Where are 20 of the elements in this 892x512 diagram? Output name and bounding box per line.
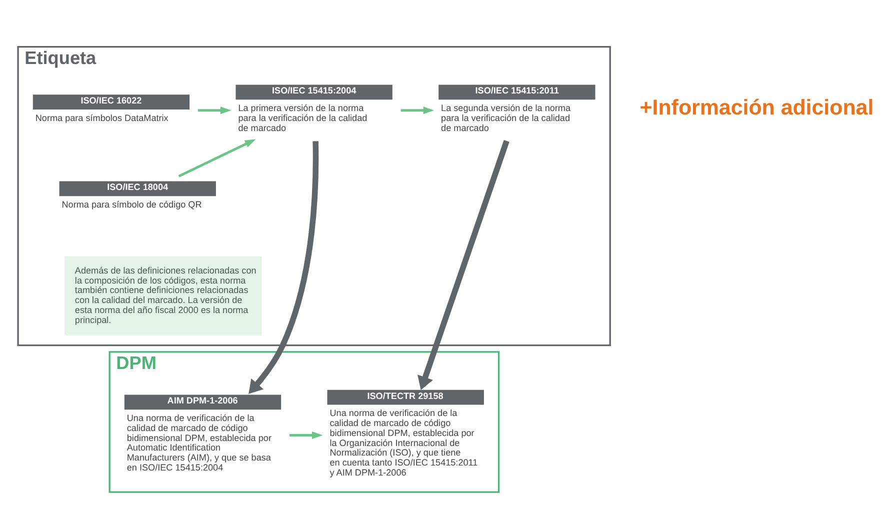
node-box: ISO/IEC 15415:2011	[438, 84, 596, 100]
node-box: Además de las definiciones relacionadas con la composición de los códigos, esta norma también contiene definiciones relacionadas con la calidad del marcado. La versión de esta norma del año fiscal 2000 es la norma principal.	[64, 256, 262, 336]
arrow	[248, 141, 319, 394]
node-box: ISO/IEC 18004	[59, 181, 216, 196]
node-label: La segunda versión de la norma para la verificación de la calidad de marcado	[441, 102, 571, 133]
arrow	[418, 140, 510, 390]
node-box: ISO/TECTR 29158	[327, 390, 484, 405]
node-label: Una norma de verificación de la calidad de marcado de código bidimensional DPM, establecida por la Organización Internacional de Normalización (ISO), y que tiene en cuenta tanto ISO/IEC 15415:2011 y AIM DPM-1-2006	[330, 408, 478, 478]
arrow	[290, 431, 323, 439]
label: +Información adicional	[640, 96, 874, 120]
node-label: Norma para símbolo de código QR	[62, 199, 202, 210]
arrow	[178, 139, 256, 178]
node-label: La primera versión de la norma para la verificación de la calidad de marcado	[238, 102, 368, 133]
node-box: AIM DPM-1-2006	[124, 394, 282, 410]
node-box: ISO/IEC 16022	[32, 94, 190, 110]
node-box: ISO/IEC 15415:2004	[236, 84, 392, 100]
arrow	[400, 106, 434, 114]
node-label: Una norma de verificación de la calidad de marcado de código bidimensional DPM, establecida por Automatic Identification Manufacturers (AIM), y que se basa en ISO/IEC 15415:2004	[126, 413, 272, 472]
arrow	[198, 106, 232, 114]
node-label: Norma para símbolos DataMatrix	[35, 112, 168, 123]
